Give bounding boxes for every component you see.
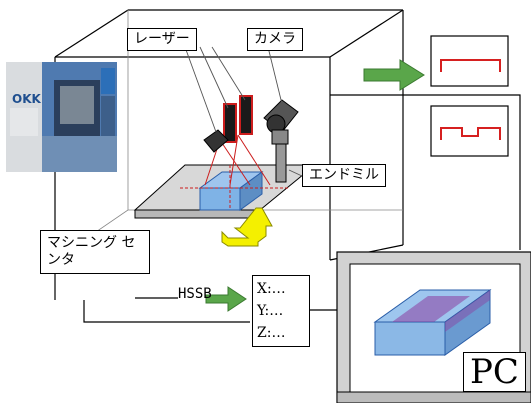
hssb-green-arrow <box>205 286 247 312</box>
coord-z: Z:… <box>257 325 286 341</box>
coord-y: Y:… <box>257 303 284 319</box>
movement-arrows <box>221 207 273 247</box>
top-green-arrow <box>363 59 425 91</box>
label-pointers <box>184 46 303 177</box>
profile-box-groove <box>430 105 509 157</box>
pc-3d-model <box>373 289 492 356</box>
connection-lines <box>54 94 521 323</box>
machine-table-edge <box>134 209 261 219</box>
endmill-spindle <box>271 129 289 183</box>
profile-box-flat <box>430 35 509 87</box>
machining-center-label: マシニング センタ <box>40 230 150 274</box>
okk-logo: OKK <box>12 92 41 106</box>
hssb-label: HSSB <box>178 286 212 302</box>
endmill-label: エンドミル <box>302 164 386 187</box>
laser-units <box>223 95 253 143</box>
machine-photo-art <box>6 62 117 172</box>
machining-center-photo: OKK <box>6 62 117 172</box>
camera-label: カメラ <box>247 28 303 51</box>
coordinate-readout: X:… Y:… Z:… <box>252 275 310 347</box>
pc-label: PC <box>463 352 526 392</box>
enclosure <box>54 9 404 290</box>
coord-x: X:… <box>257 281 286 297</box>
laser-label: レーザー <box>127 28 197 51</box>
camera <box>203 99 299 153</box>
